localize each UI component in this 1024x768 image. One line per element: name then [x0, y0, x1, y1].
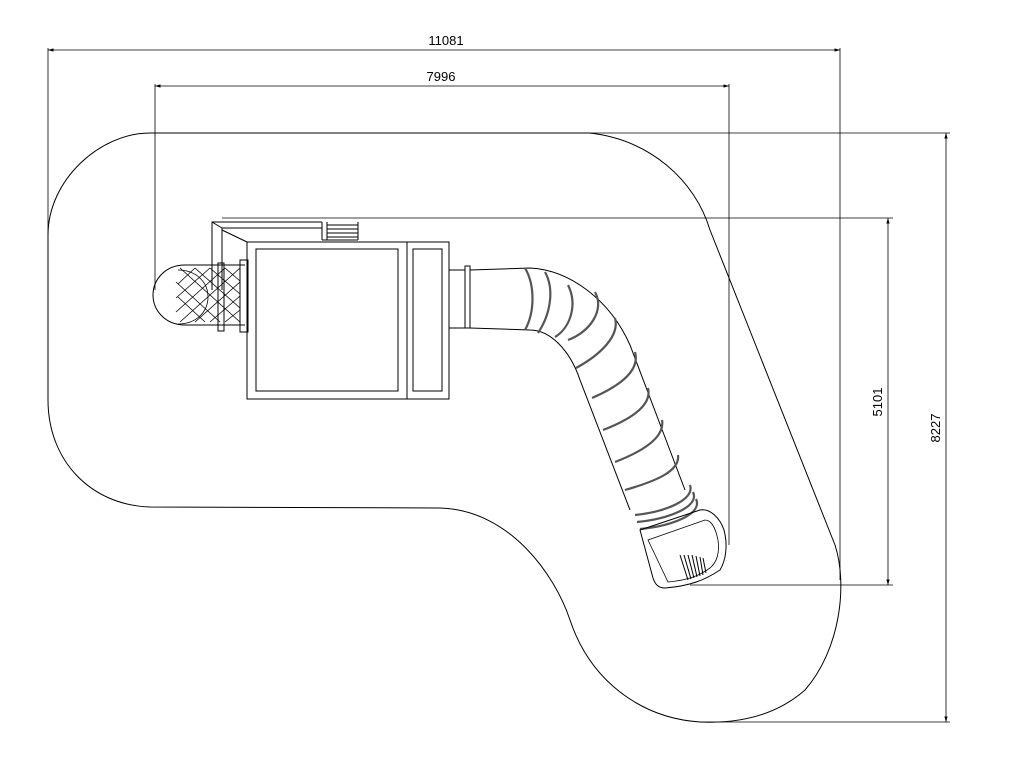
dimension-structure-depth-label: 5101 — [870, 388, 885, 417]
tube-slide — [469, 267, 686, 511]
dimension-overall-width-label: 11081 — [428, 33, 463, 48]
slide-entry — [449, 265, 471, 329]
tower-railing — [211, 221, 359, 290]
dimension-structure-width-label: 7996 — [427, 69, 456, 84]
slide-exit — [634, 484, 727, 589]
dimension-structure-width: 7996 — [154, 69, 730, 545]
dimension-overall-depth-label: 8227 — [928, 414, 943, 443]
dimension-structure-depth: 5101 — [222, 217, 893, 586]
dimension-overall-depth: 8227 — [590, 132, 950, 723]
dimension-overall-width: 11081 — [47, 33, 841, 580]
tower-platform — [246, 241, 450, 400]
safety-zone-outline — [47, 132, 842, 723]
net-tunnel — [152, 259, 249, 333]
